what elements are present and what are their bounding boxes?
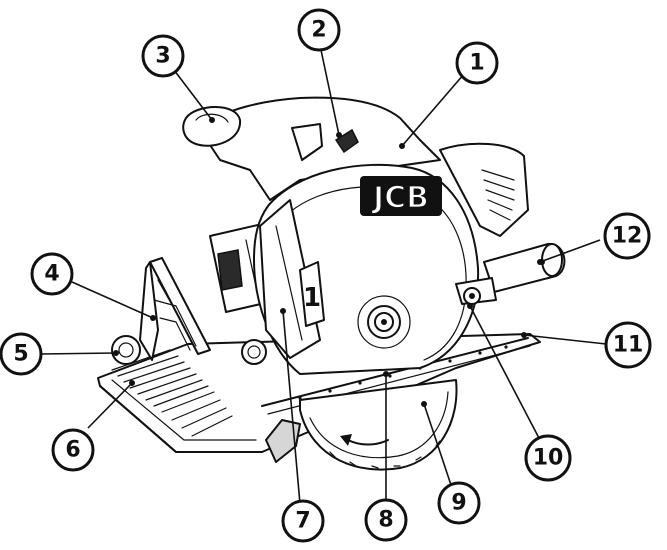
callout-10: 10	[524, 434, 572, 482]
blade-depth-marking: 1	[299, 261, 325, 327]
callout-11: 11	[604, 321, 652, 369]
callout-7-label: 7	[295, 509, 310, 534]
callout-1-label: 1	[469, 51, 484, 76]
callout-3: 3	[141, 34, 185, 78]
rear-handle-body	[182, 96, 441, 313]
base-plate-ribs	[111, 349, 233, 437]
motor-vents	[481, 169, 515, 221]
callout-5: 5	[0, 332, 43, 376]
callout-2-label: 2	[311, 18, 326, 43]
callout-5-label: 5	[13, 342, 28, 367]
depth-lever	[455, 277, 497, 305]
jcb-logo: JCB	[360, 176, 442, 216]
callout-9-label: 9	[451, 491, 466, 516]
blade-marking-text: 1	[303, 283, 321, 313]
callout-8-label: 8	[378, 508, 393, 533]
callout-12: 12	[603, 212, 651, 260]
lower-guard-lever	[265, 419, 301, 463]
bevel-bracket	[139, 257, 211, 361]
callout-12-label: 12	[612, 224, 643, 249]
rotation-arrowhead-icon	[340, 434, 352, 446]
callout-8: 8	[364, 498, 408, 542]
callout-6: 6	[51, 428, 95, 472]
callout-4-label: 4	[44, 262, 59, 287]
rotation-arrow-icon	[347, 439, 389, 446]
callout-4: 4	[30, 252, 74, 296]
callouts: 1 2 3 4 5 6 7 8	[0, 8, 652, 543]
bevel-lock-knob	[241, 339, 267, 365]
blade-hub	[357, 295, 411, 349]
motor-housing	[439, 142, 529, 237]
circular-saw-illustration: 1 JCB	[97, 96, 566, 471]
saw-blade	[299, 379, 458, 471]
callout-10-label: 10	[533, 446, 564, 471]
callout-3-label: 3	[155, 44, 170, 69]
blade-teeth	[329, 419, 453, 469]
callout-2: 2	[297, 8, 341, 52]
callout-6-label: 6	[65, 438, 80, 463]
auxiliary-handle	[483, 242, 566, 293]
callout-7: 7	[281, 499, 325, 543]
jcb-logo-text: JCB	[371, 181, 429, 216]
lock-off-button	[334, 128, 359, 154]
callout-9: 9	[437, 481, 481, 525]
upper-blade-guard: 1	[253, 163, 480, 375]
leader-lines	[39, 49, 607, 505]
callout-11-label: 11	[613, 333, 644, 358]
bevel-knob-left	[111, 335, 141, 365]
callout-1: 1	[455, 41, 499, 85]
